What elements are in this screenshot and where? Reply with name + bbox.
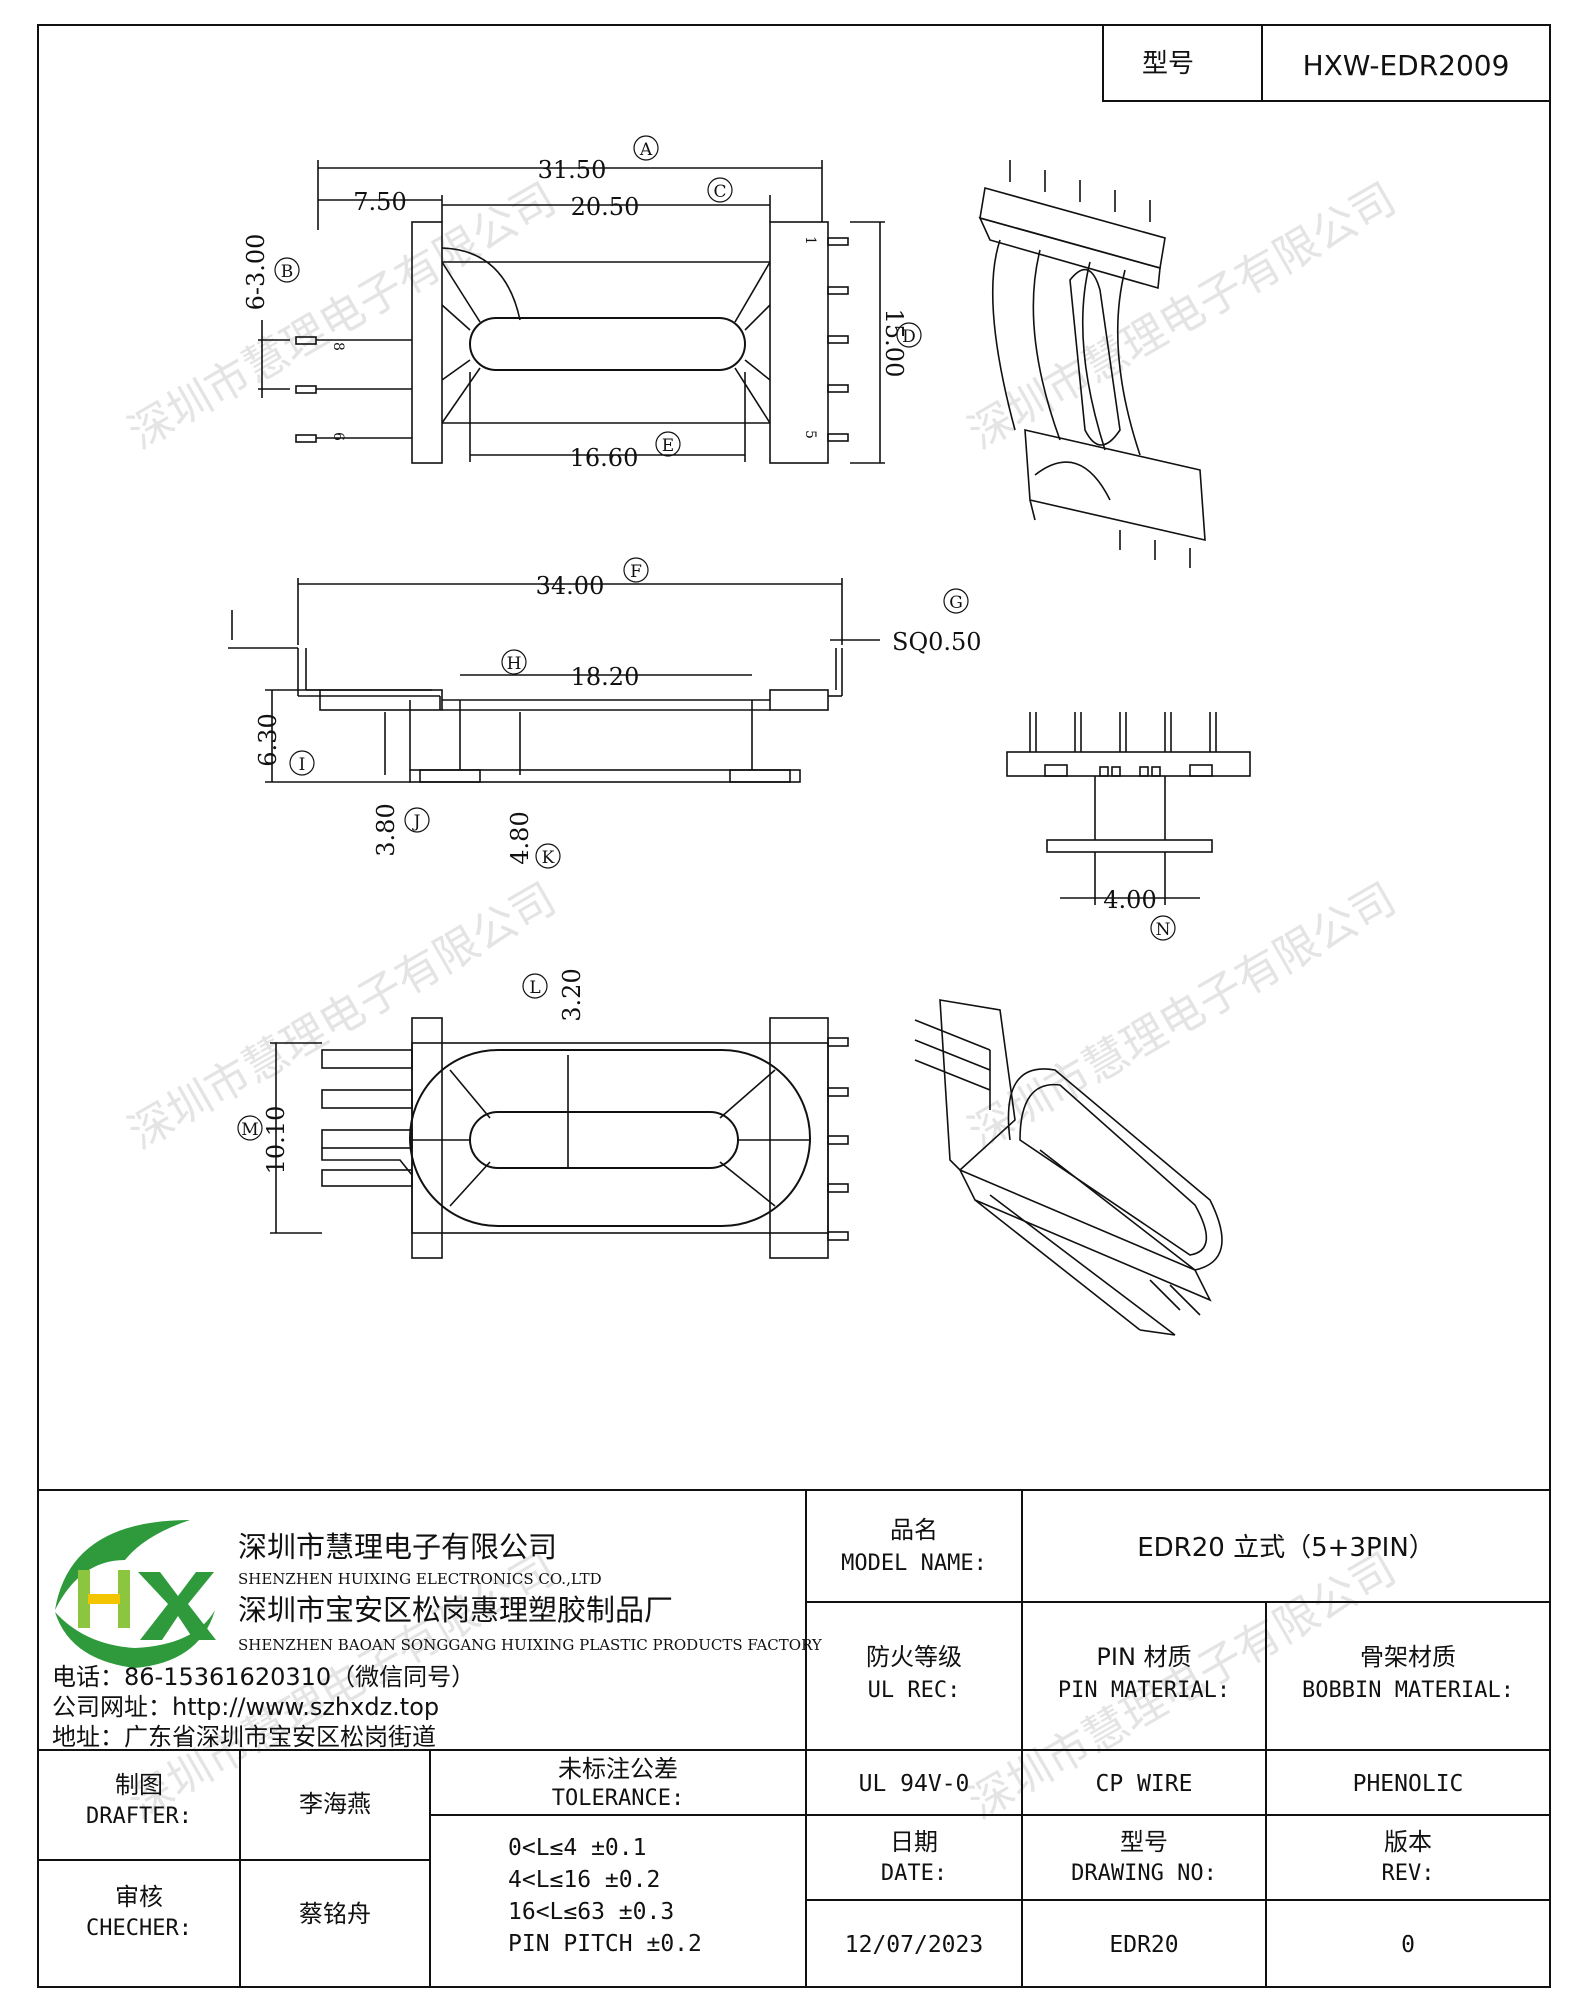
dim-j-tag: J xyxy=(412,812,421,832)
bobbin-value: PHENOLIC xyxy=(1353,1771,1464,1797)
front-view-labels: 4.00 N xyxy=(1103,886,1176,941)
company-phone: 电话：86-15361620310（微信同号） xyxy=(52,1663,475,1691)
drafter-en: DRAFTER: xyxy=(86,1804,192,1829)
dim-n-tag: N xyxy=(1156,920,1171,940)
pin-8-label: 8 xyxy=(330,342,346,351)
dim-l-tag: L xyxy=(529,978,540,998)
pin-5-label: 5 xyxy=(802,430,818,439)
company-name-cn: 深圳市慧理电子有限公司 xyxy=(238,1530,557,1564)
pin-6-label: 6 xyxy=(330,432,346,441)
front-view xyxy=(1006,712,1251,905)
dim-i: 6.30 xyxy=(254,713,282,766)
dim-a: 31.50 xyxy=(538,156,607,184)
logo-text: HX xyxy=(0,0,2,1)
dim-a-tag: A xyxy=(639,140,653,160)
company-website: 公司网址：http://www.szhxdz.top xyxy=(52,1693,439,1721)
model-name-value: EDR20 立式（5+3PIN） xyxy=(1137,1533,1435,1563)
dim-b: 6-3.00 xyxy=(242,234,270,311)
company-name-en: SHENZHEN HUIXING ELECTRONICS CO.,LTD xyxy=(238,1570,602,1588)
dim-g: SQ0.50 xyxy=(892,628,982,656)
date-cn: 日期 xyxy=(890,1828,938,1856)
dim-d: 15.00 xyxy=(880,309,908,378)
dim-f-tag: F xyxy=(630,562,642,582)
title-block-grid xyxy=(38,1489,1550,1987)
model-value: HXW-EDR2009 xyxy=(1303,49,1510,82)
dim-b-tag: B xyxy=(281,262,294,282)
dim-c: 20.50 xyxy=(571,193,640,221)
isometric-view-bottom xyxy=(914,999,1223,1336)
dim-m-tag: M xyxy=(241,1120,258,1140)
factory-name-cn: 深圳市宝安区松岗惠理塑胶制品厂 xyxy=(238,1593,673,1627)
company-address: 地址：广东省深圳市宝安区松岗街道 xyxy=(52,1723,436,1751)
bobbin-material-en: BOBBIN MATERIAL: xyxy=(1302,1678,1514,1703)
drawing-no-cn: 型号 xyxy=(1120,1828,1168,1856)
sheet-border xyxy=(37,24,1551,1988)
dim-j: 3.80 xyxy=(372,803,400,856)
pin-material-en: PIN MATERIAL: xyxy=(1058,1678,1230,1703)
pin-material-cn: PIN 材质 xyxy=(1096,1643,1191,1671)
checker-name: 蔡铭舟 xyxy=(299,1900,371,1928)
model-label: 型号 xyxy=(1142,49,1194,79)
ul-rec-cn: 防火等级 xyxy=(866,1643,962,1671)
model-name-cn: 品名 xyxy=(890,1516,938,1544)
dim-left: 7.50 xyxy=(353,188,406,216)
side-view xyxy=(228,578,880,783)
tolerance-line: 4<L≤16 ±0.2 xyxy=(508,1867,660,1893)
ul-rec-en: UL REC: xyxy=(868,1678,961,1703)
ul-value: UL 94V-0 xyxy=(859,1771,970,1797)
side-view-labels: 34.00 F G SQ0.50 18.20 H 6.30 I 3.80 J 4… xyxy=(254,557,982,869)
tolerance-en: TOLERANCE: xyxy=(552,1786,684,1811)
tolerance-line: 16<L≤63 ±0.3 xyxy=(508,1899,674,1925)
isometric-view-top xyxy=(978,160,1206,568)
checker-cn: 审核 xyxy=(115,1883,163,1911)
dim-m: 10.10 xyxy=(262,1106,290,1175)
pin-value: CP WIRE xyxy=(1096,1771,1193,1797)
dim-n: 4.00 xyxy=(1103,886,1156,914)
company-logo: HX xyxy=(0,0,216,1668)
dim-e: 16.60 xyxy=(570,444,639,472)
pin-1-label: 1 xyxy=(802,236,818,245)
dim-h: 18.20 xyxy=(571,663,640,691)
bottom-view-labels: 3.20 L 10.10 M xyxy=(237,968,586,1175)
bobbin-material-cn: 骨架材质 xyxy=(1360,1643,1456,1671)
checker-en: CHECHER: xyxy=(86,1916,192,1941)
tolerance-line: 0<L≤4 ±0.1 xyxy=(508,1835,646,1861)
dim-g-tag: G xyxy=(949,593,963,613)
dim-e-tag: E xyxy=(662,436,674,456)
date-value: 12/07/2023 xyxy=(845,1932,983,1958)
dim-c-tag: C xyxy=(713,182,726,202)
drafter-cn: 制图 xyxy=(115,1771,163,1799)
drawing-no-en: DRAWING NO: xyxy=(1071,1861,1217,1886)
tolerance-cn: 未标注公差 xyxy=(558,1755,678,1783)
bottom-view xyxy=(270,1017,849,1259)
model-name-en: MODEL NAME: xyxy=(841,1551,987,1576)
factory-name-en: SHENZHEN BAOAN SONGGANG HUIXING PLASTIC … xyxy=(238,1636,823,1654)
top-view xyxy=(258,160,885,464)
rev-en: REV: xyxy=(1382,1861,1435,1886)
date-en: DATE: xyxy=(881,1861,947,1886)
top-view-labels: 31.50 A 7.50 20.50 C 6-3.00 B 15.00 D 16… xyxy=(242,135,922,472)
dim-i-tag: I xyxy=(299,755,306,775)
dim-l: 3.20 xyxy=(558,968,586,1021)
model-header-box: 型号 HXW-EDR2009 xyxy=(1102,24,1551,102)
rev-cn: 版本 xyxy=(1384,1828,1432,1856)
drawing-no-value: EDR20 xyxy=(1109,1932,1178,1958)
dim-k: 4.80 xyxy=(506,811,534,864)
company-info: 深圳市慧理电子有限公司 SHENZHEN HUIXING ELECTRONICS… xyxy=(52,1530,823,1751)
dim-h-tag: H xyxy=(507,654,522,674)
dim-d-tag: D xyxy=(902,327,916,347)
rev-value: 0 xyxy=(1401,1932,1415,1958)
title-block-cells: 品名 MODEL NAME: EDR20 立式（5+3PIN） 防火等级 UL … xyxy=(86,1516,1514,1958)
dim-f: 34.00 xyxy=(536,572,605,600)
drafter-name: 李海燕 xyxy=(299,1790,371,1818)
dim-k-tag: K xyxy=(542,848,555,868)
tolerance-line: PIN PITCH ±0.2 xyxy=(508,1931,702,1957)
